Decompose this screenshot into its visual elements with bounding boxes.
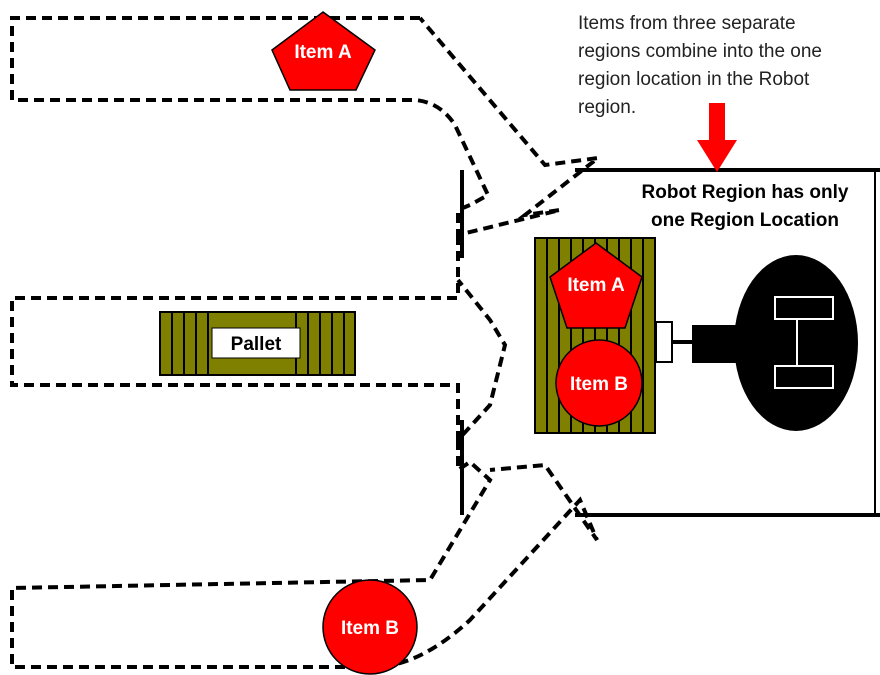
robot-region-title-line-1: Robot Region has only — [642, 182, 849, 203]
note-line-2: regions combine into the one — [578, 41, 822, 62]
item-a-top: Item A — [271, 11, 376, 91]
pallet-label: Pallet — [231, 334, 282, 355]
item-b-robot-label: Item B — [570, 374, 628, 395]
pallet: Pallet — [159, 311, 356, 376]
note-line-4: region. — [578, 97, 637, 118]
note-line-1: Items from three separate — [578, 13, 796, 34]
item-b-bottom-label: Item B — [341, 618, 399, 639]
item-b-robot: Item B — [555, 339, 643, 427]
region-boundaries — [460, 168, 880, 517]
item-a-robot: Item A — [549, 242, 643, 329]
note-line-3: region location in the Robot — [578, 69, 810, 90]
flow-paths — [10, 16, 606, 669]
item-a-top-label: Item A — [294, 42, 352, 63]
top-path — [10, 16, 606, 238]
explanatory-note: Items from three separate regions combin… — [578, 10, 878, 122]
down-arrow-icon — [697, 103, 737, 172]
robot — [655, 255, 858, 431]
item-a-robot-label: Item A — [567, 275, 625, 296]
robot-region-title-line-2: one Region Location — [651, 210, 839, 231]
middle-path — [10, 235, 508, 446]
item-b-bottom: Item B — [322, 579, 418, 675]
bottom-path — [10, 440, 599, 669]
